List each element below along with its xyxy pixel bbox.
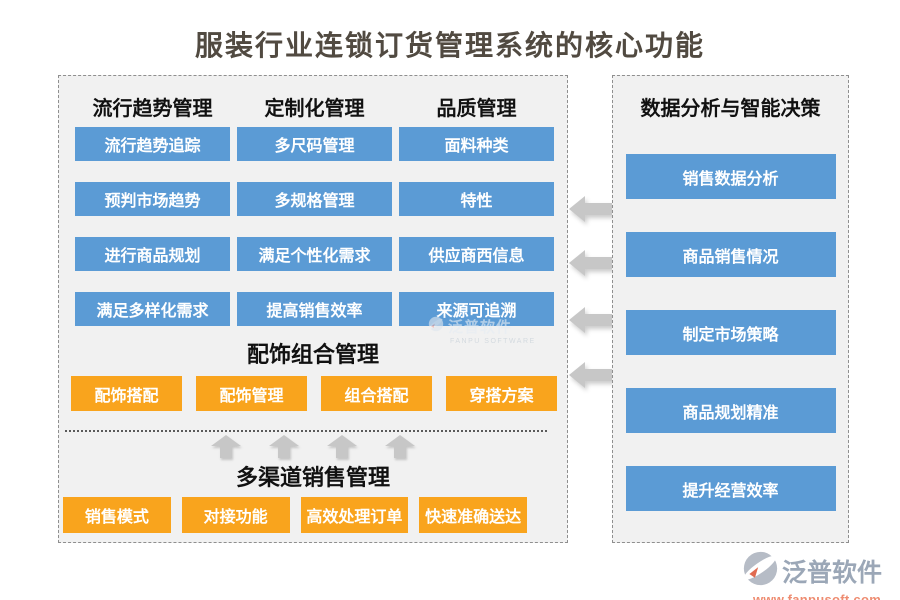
accessory-box-management: 配饰管理 (196, 376, 307, 411)
channel-box-sales-mode: 销售模式 (63, 497, 171, 533)
fanpu-logo-icon (742, 550, 779, 592)
analysis-box-market-strategy: 制定市场策略 (625, 310, 836, 355)
feature-box-diverse-needs: 满足多样化需求 (75, 292, 230, 326)
feature-box-multi-size: 多尺码管理 (237, 127, 392, 161)
feature-box-traceable-source: 来源可追溯 (399, 292, 554, 326)
accessory-box-matching: 配饰搭配 (71, 376, 182, 411)
feature-box-supplier-info: 供应商西信息 (399, 237, 554, 271)
feature-box-product-planning: 进行商品规划 (75, 237, 230, 271)
section-title-accessory-management: 配饰组合管理 (246, 342, 379, 367)
feature-box-market-forecast: 预判市场趋势 (75, 182, 230, 216)
analysis-box-product-sales: 商品销售情况 (625, 232, 836, 277)
right-panel: 数据分析与智能决策 销售数据分析 商品销售情况 制定市场策略 商品规划精准 提升… (612, 75, 849, 543)
channel-row: 销售模式 对接功能 高效处理订单 快速准确送达 (63, 497, 527, 533)
up-arrows-group (59, 435, 567, 463)
arrow-left-icon (569, 362, 613, 388)
arrow-up-icon (327, 435, 357, 463)
channel-box-fast-delivery: 快速准确送达 (419, 497, 527, 533)
right-panel-header: 数据分析与智能决策 (640, 98, 821, 120)
feature-grid: 流行趋势追踪 多尺码管理 面料种类 预判市场趋势 多规格管理 特性 进行商品规划… (75, 127, 554, 326)
analysis-box-precise-planning: 商品规划精准 (625, 388, 836, 433)
section-title-channel-management: 多渠道销售管理 (235, 465, 390, 490)
arrow-up-icon (269, 435, 299, 463)
feature-box-personalized-needs: 满足个性化需求 (237, 237, 392, 271)
left-panel: 流行趋势管理 定制化管理 品质管理 流行趋势追踪 多尺码管理 面料种类 预判市场… (58, 75, 568, 543)
feature-box-multi-spec: 多规格管理 (237, 182, 392, 216)
analysis-box-operation-efficiency: 提升经营效率 (625, 466, 836, 511)
column-header-trend-management: 流行趋势管理 (92, 98, 213, 120)
arrow-left-icon (569, 196, 613, 222)
feature-box-characteristics: 特性 (399, 182, 554, 216)
brand-url-link[interactable]: www.fanpusoft.com (752, 592, 882, 600)
brand-name: 泛普软件 (782, 559, 883, 587)
dotted-divider (65, 430, 547, 432)
column-headers: 流行趋势管理 定制化管理 品质管理 (75, 92, 554, 121)
analysis-box-sales-data: 销售数据分析 (625, 154, 836, 199)
feature-box-fabric-type: 面料种类 (399, 127, 554, 161)
column-header-quality-management: 品质管理 (436, 98, 517, 120)
channel-box-integration: 对接功能 (181, 497, 290, 533)
arrow-left-icon (569, 250, 613, 276)
accessory-row: 配饰搭配 配饰管理 组合搭配 穿搭方案 (71, 376, 557, 411)
page-title: 服装行业连锁订货管理系统的核心功能 (194, 31, 705, 62)
arrow-up-icon (385, 435, 415, 463)
arrow-left-icon (569, 307, 613, 333)
feature-box-trend-tracking: 流行趋势追踪 (75, 127, 230, 161)
accessory-box-outfit-plan: 穿搭方案 (446, 376, 557, 411)
arrow-up-icon (211, 435, 241, 463)
column-header-custom-management: 定制化管理 (264, 98, 365, 120)
feature-box-sales-efficiency: 提高销售效率 (237, 292, 392, 326)
brand-footer: 泛普软件 www.fanpusoft.com (742, 550, 892, 600)
accessory-box-combination: 组合搭配 (321, 376, 432, 411)
channel-box-order-handling: 高效处理订单 (300, 497, 409, 533)
